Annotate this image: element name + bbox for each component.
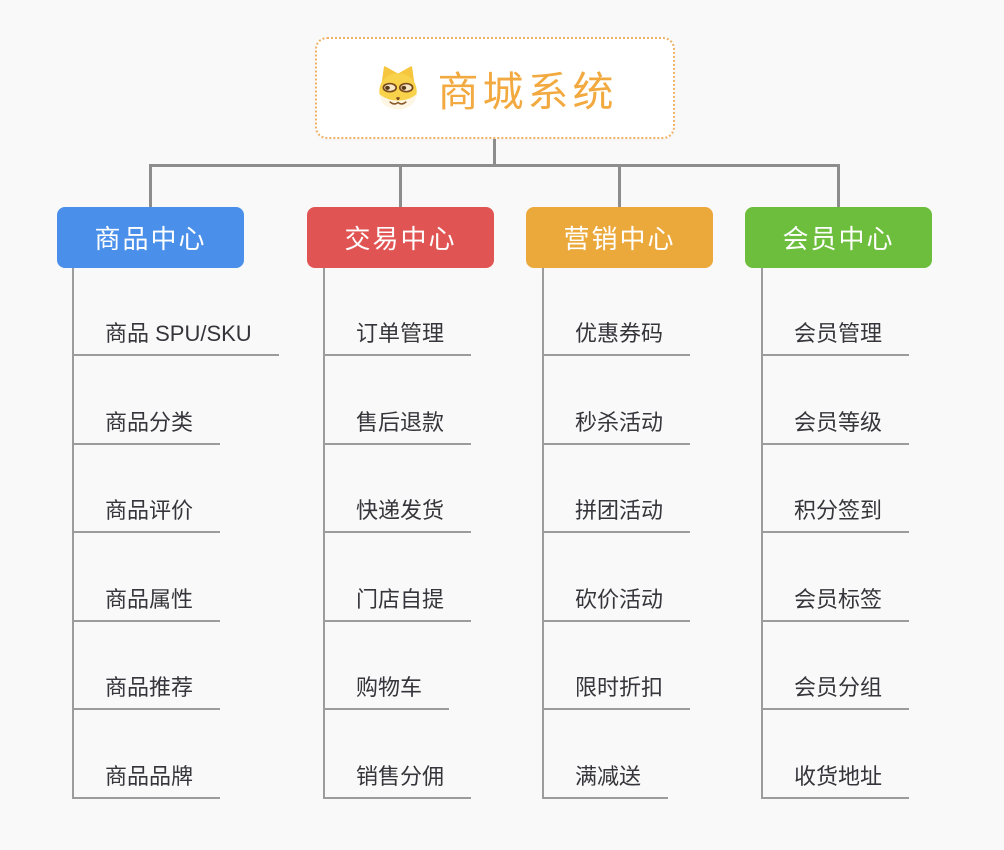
leaf-node[interactable]: 会员标签 [761,585,910,622]
branch-node-product-center[interactable]: 商品中心 [57,207,244,268]
leaf-node[interactable]: 会员分组 [761,673,910,710]
leaf-node[interactable]: 积分签到 [761,496,910,533]
connector-drop-marketing [618,164,621,207]
leaf-node[interactable]: 商品属性 [72,585,221,622]
branch-child-line-marketing [542,268,544,799]
leaf-node[interactable]: 门店自提 [323,585,472,622]
leaf-node[interactable]: 秒杀活动 [542,408,691,445]
connector-horizontal-bar [149,164,840,167]
leaf-node[interactable]: 砍价活动 [542,585,691,622]
leaf-node[interactable]: 售后退款 [323,408,472,445]
root-title: 商城系统 [437,69,618,115]
leaf-node[interactable]: 满减送 [542,762,669,799]
branch-node-marketing-center[interactable]: 营销中心 [526,207,713,268]
leaf-node[interactable]: 商品分类 [72,408,221,445]
branch-child-line-trade [323,268,325,799]
branch-child-line-product [72,268,74,799]
product-center-items: 商品 SPU/SKU 商品分类 商品评价 商品属性 商品推荐 商品品牌 [72,268,279,850]
leaf-node[interactable]: 订单管理 [323,319,472,356]
leaf-node[interactable]: 商品推荐 [72,673,221,710]
leaf-node[interactable]: 拼团活动 [542,496,691,533]
leaf-node[interactable]: 销售分佣 [323,762,472,799]
member-center-items: 会员管理 会员等级 积分签到 会员标签 会员分组 收货地址 [761,268,910,850]
root-node-mall-system[interactable]: 商城系统 [315,37,675,139]
trade-center-items: 订单管理 售后退款 快递发货 门店自提 购物车 销售分佣 [323,268,472,850]
leaf-node[interactable]: 商品 SPU/SKU [72,319,279,356]
leaf-node[interactable]: 限时折扣 [542,673,691,710]
branch-child-line-member [761,268,763,799]
leaf-node[interactable]: 优惠券码 [542,319,691,356]
leaf-node[interactable]: 会员等级 [761,408,910,445]
leaf-node[interactable]: 收货地址 [761,762,910,799]
branch-node-trade-center[interactable]: 交易中心 [307,207,494,268]
leaf-node[interactable]: 购物车 [323,673,450,710]
connector-drop-product [149,164,152,207]
connector-root-stem [493,139,496,165]
marketing-center-items: 优惠券码 秒杀活动 拼团活动 砍价活动 限时折扣 满减送 [542,268,691,850]
connector-drop-member [837,164,840,207]
leaf-node[interactable]: 快递发货 [323,496,472,533]
leaf-node[interactable]: 会员管理 [761,319,910,356]
branch-node-member-center[interactable]: 会员中心 [745,207,932,268]
leaf-node[interactable]: 商品品牌 [72,762,221,799]
doge-dog-face-icon [378,66,417,110]
leaf-node[interactable]: 商品评价 [72,496,221,533]
connector-drop-trade [399,164,402,207]
